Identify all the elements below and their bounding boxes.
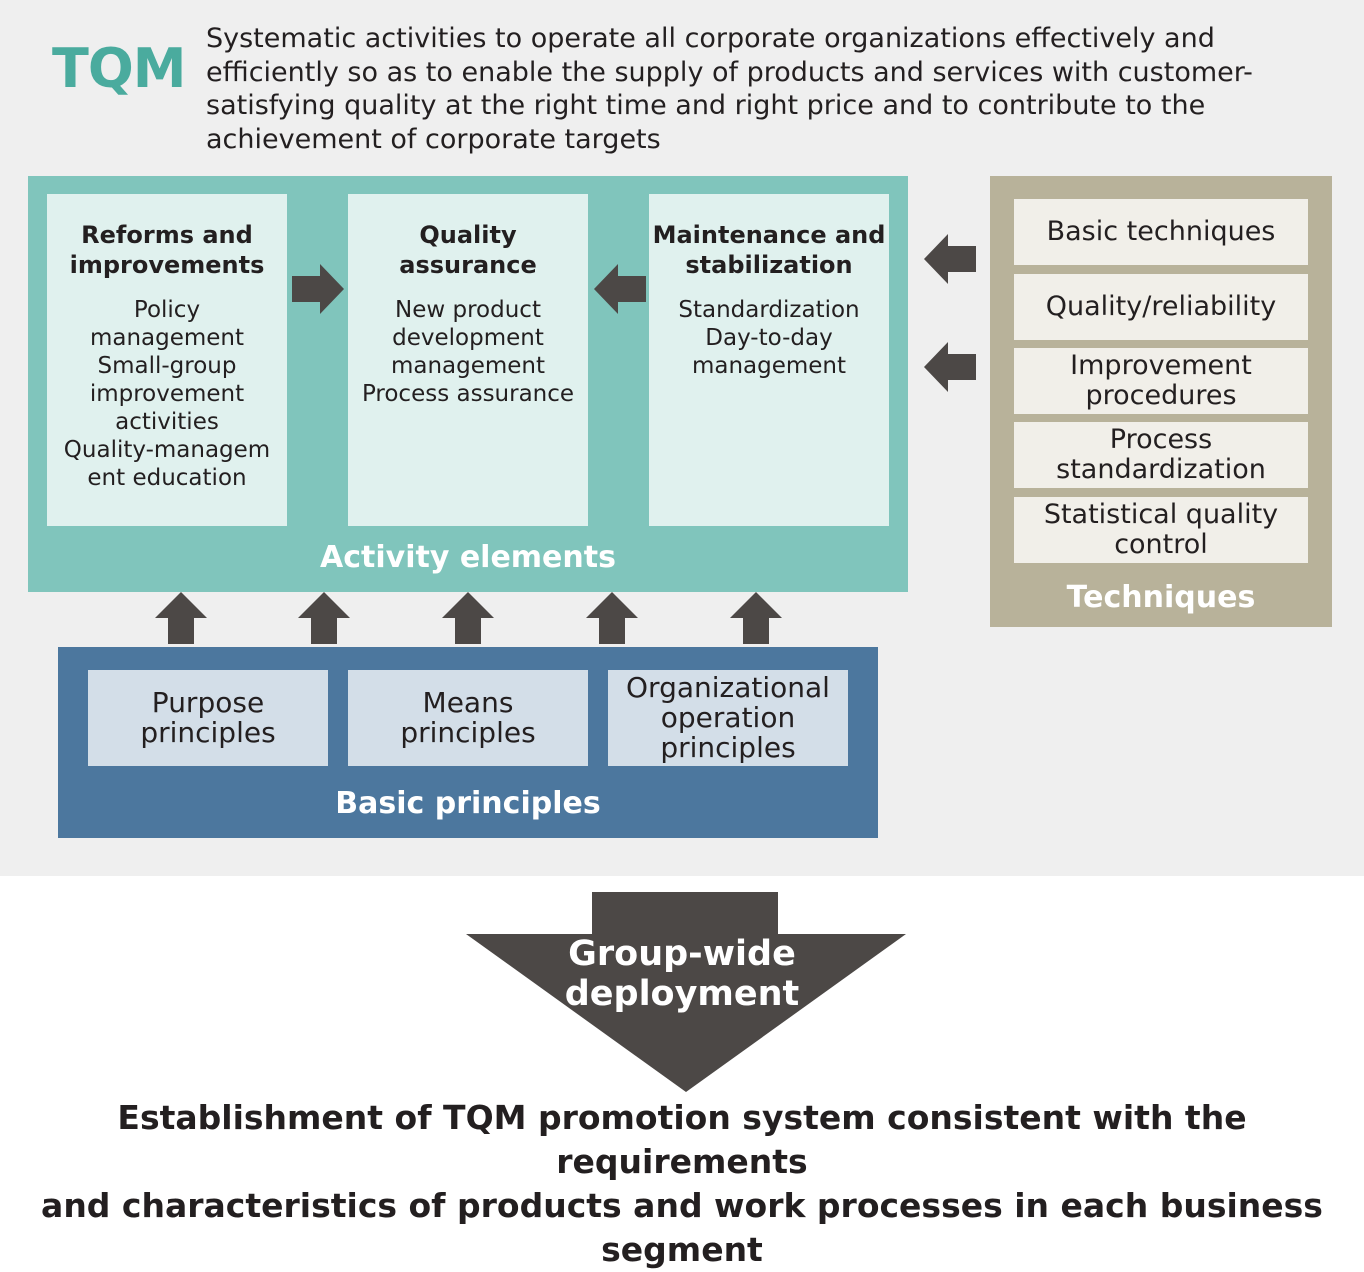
tqm-definition: Systematic activities to operate all cor… — [206, 23, 1253, 155]
activity-card-items: Standardization Day-to-day management — [678, 297, 860, 379]
techniques-label: Techniques — [1066, 580, 1256, 615]
arrow-up-icon — [298, 592, 350, 644]
tqm-title: TQM — [52, 37, 186, 100]
arrow-left-icon — [594, 264, 646, 314]
activity-card-quality-assurance: Quality assurance New product developmen… — [348, 194, 588, 526]
principle-purpose: Purpose principles — [88, 670, 328, 766]
technique-process-standardization: Process standardization — [1014, 422, 1308, 488]
arrow-right-icon — [292, 264, 344, 314]
deployment-label: Group-wide deployment — [564, 934, 800, 1014]
principle-organizational-operation: Organizational operation principles — [608, 670, 848, 766]
activity-card-reforms: Reforms and improvements Policy manageme… — [47, 194, 287, 526]
arrow-left-icon — [924, 234, 976, 284]
technique-improvement-procedures: Improvement procedures — [1014, 348, 1308, 414]
deployment-arrow-icon — [466, 892, 906, 1092]
technique-statistical-quality-control: Statistical quality control — [1014, 497, 1308, 563]
arrow-left-icon — [924, 342, 976, 392]
activity-card-items: Policy management Small-group improvemen… — [63, 297, 271, 491]
principle-means: Means principles — [348, 670, 588, 766]
arrow-up-icon — [442, 592, 494, 644]
arrow-up-icon — [730, 592, 782, 644]
technique-basic-techniques: Basic techniques — [1014, 199, 1308, 265]
activity-card-title: Quality assurance — [399, 221, 537, 279]
technique-quality-reliability: Quality/reliability — [1014, 274, 1308, 340]
activity-card-maintenance: Maintenance and stabilization Standardiz… — [649, 194, 889, 526]
activity-elements-label: Activity elements — [320, 540, 616, 575]
conclusion-text: Establishment of TQM promotion system co… — [41, 1098, 1323, 1269]
basic-principles-label: Basic principles — [335, 786, 601, 821]
activity-card-title: Reforms and improvements — [69, 221, 265, 279]
arrow-up-icon — [155, 592, 207, 644]
activity-card-title: Maintenance and stabilization — [652, 221, 886, 279]
activity-card-items: New product development management Proce… — [361, 297, 575, 407]
arrow-up-icon — [586, 592, 638, 644]
